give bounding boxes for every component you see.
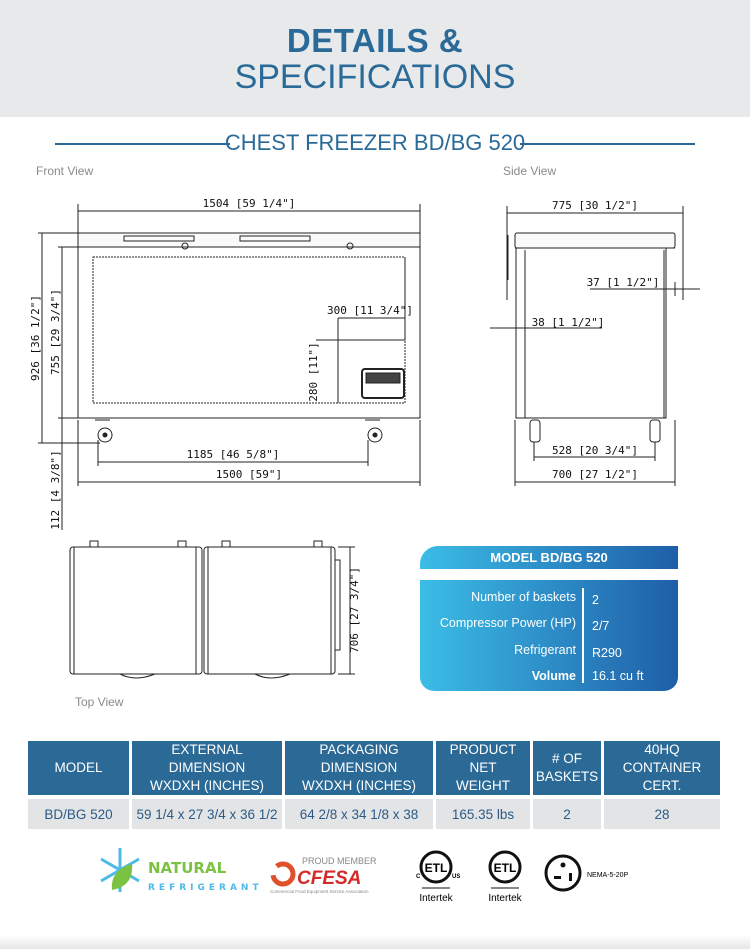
cfesa-proud-member: PROUD MEMBER [302,856,377,866]
front-view-drawing [38,204,421,530]
spec-label: Number of baskets [471,590,576,604]
cfesa-subtitle: Commercial Food Equipment Service Associ… [270,889,369,894]
spec-row: Volume 16.1 cu ft [420,669,678,689]
header-text: BASKETS [535,769,599,784]
header-text: PRODUCT NET [449,742,517,775]
spec-label: Compressor Power (HP) [439,616,576,630]
header-text: WXDXH (INCHES) [302,778,416,793]
spec-label: Refrigerant [514,643,576,657]
etl-text: ETL [425,861,448,875]
dim-overall-depth: 775 [30 1/2"] [552,199,638,212]
page-title-line1: DETAILS & [286,22,464,59]
etl-c: C [416,874,421,880]
col-model: MODEL [28,741,129,795]
intertek-text: Intertek [488,893,522,904]
col-external-dimension: EXTERNAL DIMENSION WXDXH (INCHES) [132,741,282,795]
header-text: 40HQ [644,742,680,757]
spec-row: Refrigerant R290 [420,643,678,663]
table-row: BD/BG 520 59 1/4 x 27 3/4 x 36 1/2 64 2/… [28,799,720,829]
page-title-line2: SPECIFICATIONS [234,58,516,96]
spec-value: 2/7 [592,619,610,633]
nema-text: NEMA-5-20P [587,872,629,879]
technical-drawings: 1504 [59 1/4"] 926 [36 1/2"] 755 [29 3/4… [29,197,700,679]
col-packaging-dimension: PACKAGING DIMENSION WXDXH (INCHES) [285,741,433,795]
natural-refrigerant-logo: NATURAL REFRIGERANT [100,848,263,893]
header-text: PACKAGING DIMENSION [319,742,399,775]
etl-listed-logo-2: ETL Intertek [488,850,523,904]
cfesa-name: CFESA [297,868,361,889]
cell-net-weight: 165.35 lbs [436,799,530,829]
footer-strip [0,935,750,949]
nema-plug-logo: NEMA-5-20P [544,854,629,892]
etl-mark-icon [488,850,522,884]
dim-side-caster-span: 528 [20 3/4"] [552,444,638,457]
cell-external-dimension: 59 1/4 x 27 3/4 x 36 1/2 [132,799,282,829]
header-text: CONTAINER CERT. [622,760,702,793]
model-box-title: MODEL BD/BG 520 [420,546,678,569]
dim-top-depth: 706 [27 3/4"] [348,567,361,653]
header-banner: DETAILS & SPECIFICATIONS [0,0,750,117]
spec-value: 16.1 cu ft [592,669,644,683]
header-text: WXDXH (INCHES) [150,778,264,793]
dim-caster-height: 112 [4 3/8"] [49,450,62,529]
nema-plug-icon [544,854,582,892]
spec-value: R290 [592,646,622,660]
header-text: # OF [551,751,582,766]
header-text: EXTERNAL DIMENSION [168,742,246,775]
cell-model: BD/BG 520 [28,799,129,829]
model-spec-box: Number of baskets 2 Compressor Power (HP)… [420,580,678,691]
leaf-icon [111,864,133,890]
title-rule-left [55,143,230,145]
cell-baskets: 2 [533,799,601,829]
spec-label: Volume [531,669,576,683]
header-text: MODEL [54,760,103,775]
cfesa-swirl-icon [270,861,296,887]
certification-logos: NATURAL REFRIGERANT PROUD MEMBER CFESA C… [100,848,629,904]
title-rule-right [520,143,695,145]
dim-body-width: 1500 [59"] [216,468,282,481]
etl-listed-logo-1: ETL C US Intertek [416,850,460,904]
spec-row: Number of baskets 2 [420,590,678,610]
dim-overall-width: 1504 [59 1/4"] [203,197,296,210]
header-text: WEIGHT [456,778,510,793]
side-view-label: Side View [503,164,557,178]
natural-text: NATURAL [148,859,227,877]
dim-body-depth: 700 [27 1/2"] [552,468,638,481]
cfesa-logo: PROUD MEMBER CFESA Commercial Food Equip… [270,856,377,894]
table-header-row: MODEL EXTERNAL DIMENSION WXDXH (INCHES) P… [28,741,720,795]
refrigerant-text: REFRIGERANT [148,883,263,893]
etl-mark-icon [419,850,453,884]
top-view-drawing [69,540,355,679]
col-baskets: # OF BASKETS [533,741,601,795]
dim-inner-width: 300 [11 3/4"] [327,304,413,317]
dim-front-offset: 38 [1 1/2"] [532,316,605,329]
spec-value: 2 [592,593,599,607]
spec-divider [582,588,584,683]
etl-text: ETL [494,861,517,875]
cell-container-cert: 28 [604,799,720,829]
etl-us: US [452,874,460,880]
top-view-label: Top View [75,695,124,709]
dim-inner-height: 280 [11"] [307,342,320,402]
dim-caster-span: 1185 [46 5/8"] [187,448,280,461]
spec-row: Compressor Power (HP) 2/7 [420,616,678,636]
cell-packaging-dimension: 64 2/8 x 34 1/8 x 38 [285,799,433,829]
section-title: CHEST FREEZER BD/BG 520 [224,130,526,155]
dim-rear-offset: 37 [1 1/2"] [587,276,660,289]
col-container-cert: 40HQ CONTAINER CERT. [604,741,720,795]
side-view-drawing [490,206,700,486]
dim-overall-height: 926 [36 1/2"] [29,295,42,381]
col-net-weight: PRODUCT NET WEIGHT [436,741,530,795]
spec-table: MODEL EXTERNAL DIMENSION WXDXH (INCHES) P… [25,737,723,833]
front-view-label: Front View [36,164,94,178]
dim-body-height: 755 [29 3/4"] [49,289,62,375]
intertek-text: Intertek [419,893,453,904]
